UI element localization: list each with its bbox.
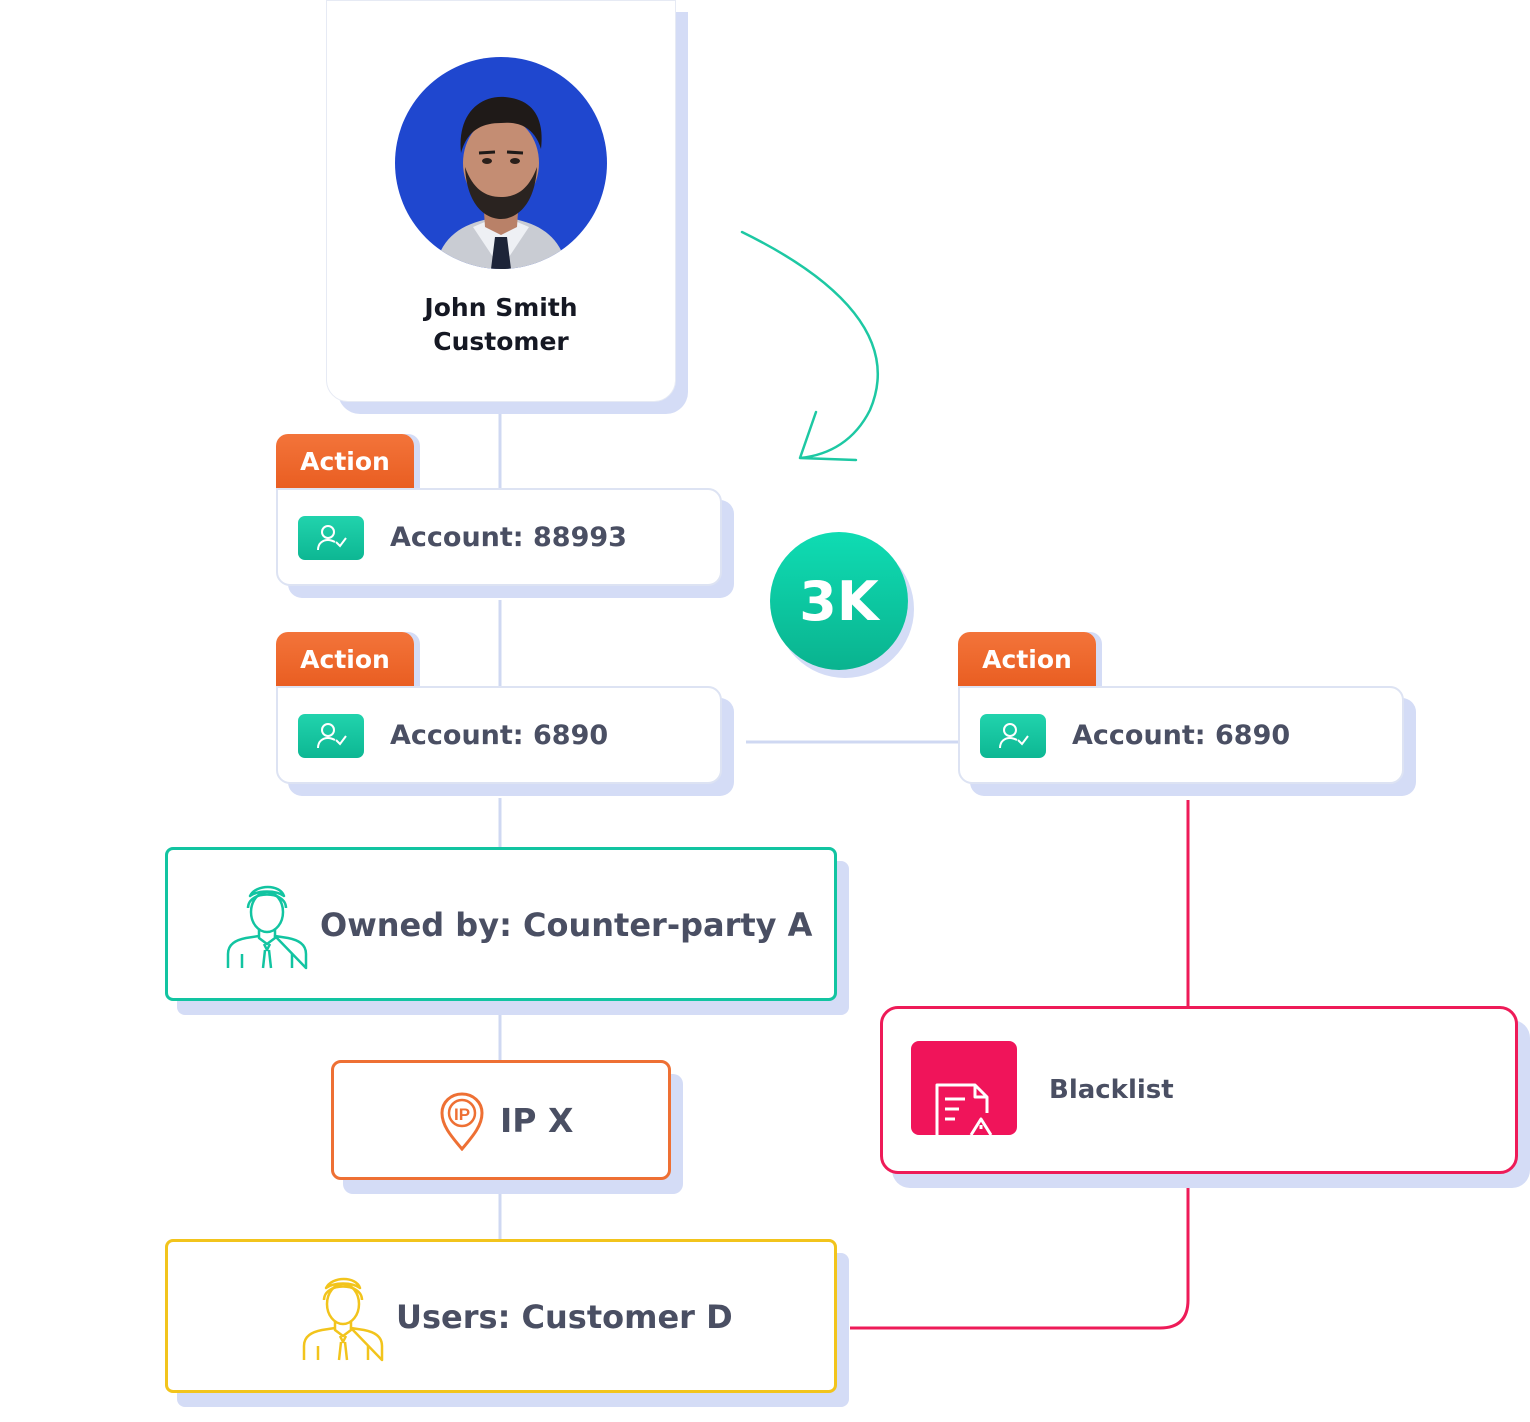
document-warning-icon [911,1041,1017,1135]
action-tab[interactable]: Action [276,632,414,686]
customer-avatar [395,57,607,269]
customer-role: Customer [433,327,569,356]
curved-arrow [740,230,880,462]
user-check-icon [298,714,364,758]
account-number: Account: 6890 [390,720,609,751]
account-card-6890[interactable]: Account: 6890 [276,686,722,784]
ip-label: IP X [500,1101,574,1140]
account-card-6890-linked[interactable]: Account: 6890 [958,686,1404,784]
person-icon [302,1277,384,1362]
svg-text:IP: IP [454,1105,470,1124]
blacklist-label: Blacklist [1049,1075,1174,1105]
users-card[interactable]: Users: Customer D [165,1239,837,1393]
person-icon [226,885,308,970]
user-check-icon [298,516,364,560]
action-tab[interactable]: Action [276,434,414,488]
users-label: Users: Customer D [396,1298,733,1336]
customer-portrait-image [435,96,567,269]
owner-card[interactable]: Owned by: Counter-party A [165,847,837,1001]
account-number: Account: 88993 [390,522,627,553]
blacklist-card[interactable]: Blacklist [880,1006,1518,1174]
connector-blacklist-users [850,1186,1190,1330]
customer-profile-card[interactable]: John Smith Customer [326,0,676,402]
action-tab[interactable]: Action [958,632,1096,686]
user-check-icon [980,714,1046,758]
ip-card[interactable]: IP IP X [331,1060,671,1180]
account-number: Account: 6890 [1072,720,1291,751]
count-badge: 3K [770,532,908,670]
ip-pin-icon: IP [440,1092,484,1151]
owner-label: Owned by: Counter-party A [320,906,813,944]
account-card-88993[interactable]: Account: 88993 [276,488,722,586]
customer-name: John Smith [424,293,578,322]
